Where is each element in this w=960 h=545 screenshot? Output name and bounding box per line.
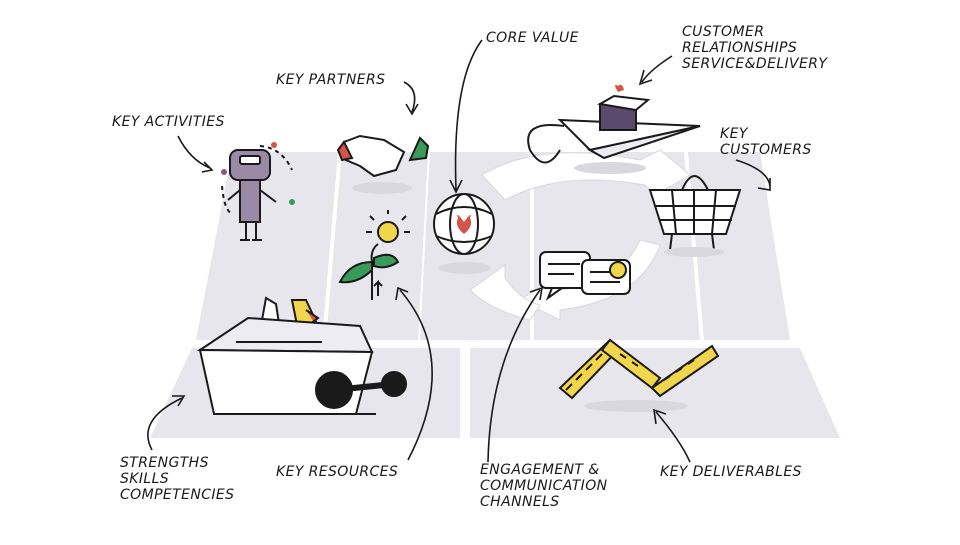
label-customer-relationships-line3: SERVICE&DELIVERY: [682, 56, 827, 72]
label-engagement-line2: COMMUNICATION: [480, 478, 608, 494]
label-key-customers-line1: KEY: [720, 126, 812, 142]
label-key-deliverables: KEY DELIVERABLES: [660, 464, 802, 480]
label-key-customers: KEY CUSTOMERS: [720, 126, 812, 158]
label-key-resources: KEY RESOURCES: [276, 464, 398, 480]
label-strengths-line3: COMPETENCIES: [120, 487, 234, 503]
panel-deliverables: [470, 348, 840, 438]
label-key-partners: KEY PARTNERS: [276, 72, 385, 88]
label-core-value: CORE VALUE: [486, 30, 579, 46]
label-customer-relationships-line1: CUSTOMER: [682, 24, 827, 40]
label-strengths-line2: SKILLS: [120, 471, 234, 487]
label-strengths: STRENGTHS SKILLS COMPETENCIES: [120, 455, 234, 503]
label-key-customers-line2: CUSTOMERS: [720, 142, 812, 158]
label-key-activities: KEY ACTIVITIES: [112, 114, 225, 130]
label-strengths-line1: STRENGTHS: [120, 455, 234, 471]
label-engagement-line3: CHANNELS: [480, 494, 608, 510]
label-customer-relationships-line2: RELATIONSHIPS: [682, 40, 827, 56]
label-engagement: ENGAGEMENT & COMMUNICATION CHANNELS: [480, 462, 608, 510]
panel-customers: [688, 152, 790, 340]
label-engagement-line1: ENGAGEMENT &: [480, 462, 608, 478]
label-customer-relationships: CUSTOMER RELATIONSHIPS SERVICE&DELIVERY: [682, 24, 827, 72]
